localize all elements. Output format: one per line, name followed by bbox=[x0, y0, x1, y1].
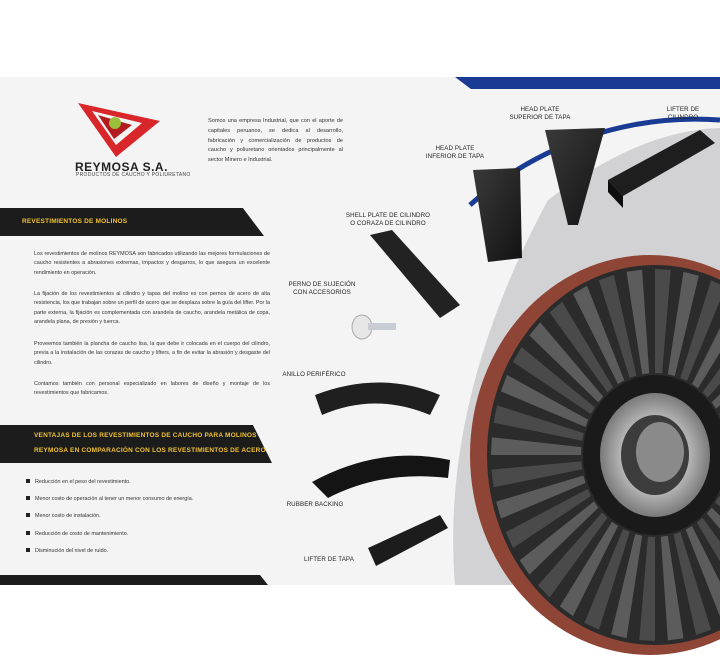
list-item: Menor costo de instalación. bbox=[26, 512, 193, 529]
list-item-text: Disminución del nivel de ruido. bbox=[35, 547, 109, 554]
list-item: Menor costo de operación al tener un men… bbox=[26, 495, 193, 512]
label-line: SUPERIOR DE TAPA bbox=[509, 114, 571, 121]
liner-spoke bbox=[655, 269, 671, 374]
label-line: LIFTER DE TAPA bbox=[304, 556, 354, 563]
rubber-backing-part bbox=[312, 455, 450, 498]
liner-spoke bbox=[493, 405, 584, 441]
hub-inner bbox=[636, 422, 684, 482]
bullet-icon bbox=[26, 479, 30, 483]
liner-spoke bbox=[673, 532, 712, 636]
label-line: O CORAZA DE CILINDRO bbox=[350, 220, 426, 227]
liner-spoke bbox=[626, 269, 650, 375]
liner-spoke bbox=[639, 536, 655, 641]
liner-spoke bbox=[660, 535, 684, 641]
liner-spoke bbox=[611, 534, 643, 639]
liner-spoke bbox=[491, 461, 583, 488]
section1-paragraph: La fijación de los revestimientos al cil… bbox=[34, 291, 270, 326]
bottom-bar bbox=[0, 575, 268, 585]
liner-spoke bbox=[706, 507, 720, 529]
label-line: CILINDRO bbox=[667, 114, 699, 121]
liner-spoke bbox=[549, 301, 614, 393]
section1-paragraph: Los revestimientos de molinos REYMOSA so… bbox=[34, 251, 270, 276]
liner-spoke bbox=[692, 327, 720, 389]
liner-spoke bbox=[500, 374, 589, 427]
liner-spoke bbox=[505, 489, 591, 548]
label-lifter-tapa: LIFTER DE TAPA bbox=[298, 556, 360, 564]
liner-spoke bbox=[513, 347, 595, 414]
liner-spoke bbox=[519, 501, 599, 575]
liner-spokes bbox=[491, 269, 720, 641]
liner-spoke bbox=[584, 529, 630, 630]
label-line: CON ACCESORIOS bbox=[293, 289, 351, 296]
liner-spoke bbox=[538, 512, 608, 598]
company-intro: Somos una empresa Industrial, que con el… bbox=[208, 118, 343, 164]
liner-spoke bbox=[573, 285, 625, 384]
liner-spoke bbox=[529, 322, 604, 403]
liner-spoke bbox=[711, 394, 720, 409]
section2-title-line1: VENTAJAS DE LOS REVESTIMIENTOS DE CAUCHO… bbox=[34, 432, 257, 439]
label-anillo: ANILLO PERIFÉRICO bbox=[278, 371, 350, 379]
label-line: LIFTER DE bbox=[666, 106, 700, 113]
liner-spoke bbox=[491, 437, 582, 455]
reymosa-logo-icon bbox=[78, 103, 160, 157]
head-plate-superior-part bbox=[545, 128, 605, 225]
bullet-icon bbox=[26, 496, 30, 501]
lifter-cilindro-side bbox=[608, 180, 623, 208]
label-line: HEAD PLATE bbox=[520, 106, 560, 113]
liner-spoke bbox=[667, 271, 699, 376]
label-line: HEAD PLATE bbox=[435, 145, 475, 152]
label-line: PERNO DE SUJECIÓN bbox=[288, 281, 356, 288]
label-line: SHELL PLATE DE CILINDRO bbox=[345, 212, 431, 219]
lifter-cilindro-part bbox=[608, 130, 715, 196]
section2-band bbox=[0, 425, 272, 463]
liner-spoke bbox=[559, 521, 618, 617]
bullet-icon bbox=[26, 547, 30, 552]
bullet-icon bbox=[26, 530, 30, 535]
lifter-tapa-part bbox=[368, 515, 448, 566]
liner-spoke bbox=[680, 280, 720, 381]
list-item-text: Menor costo de instalación. bbox=[35, 513, 101, 520]
advantages-list: Reducción en el peso del revestimiento. … bbox=[26, 478, 193, 564]
section1-title: REVESTIMIENTOS DE MOLINOS bbox=[22, 218, 128, 225]
liner-spoke bbox=[702, 368, 720, 398]
label-line: RUBBER BACKING bbox=[286, 501, 344, 508]
liner-spoke bbox=[696, 517, 720, 562]
shell-plate-part bbox=[370, 230, 460, 318]
liner-spoke bbox=[715, 496, 720, 507]
perno-shaft bbox=[368, 323, 396, 330]
liner-spoke bbox=[598, 274, 637, 378]
section1-paragraph: Contamos también con personal especializ… bbox=[34, 381, 270, 397]
blue-accent-band bbox=[455, 77, 720, 89]
list-item: Reducción en el peso del revestimiento. bbox=[26, 478, 193, 495]
list-item-text: Menor costo de operación al tener un men… bbox=[35, 496, 194, 503]
company-name: REYMOSA S.A. bbox=[75, 160, 168, 174]
label-rubber-backing: RUBBER BACKING bbox=[282, 501, 348, 509]
company-tagline: PRODUCTOS DE CAUCHO Y POLIURETANO bbox=[76, 172, 191, 178]
list-item: Disminución del nivel de ruido. bbox=[26, 547, 193, 564]
list-item-text: Reducción en el peso del revestimiento. bbox=[35, 479, 131, 485]
label-line: ANILLO PERIFÉRICO bbox=[282, 371, 346, 378]
list-item: Reducción de costo de mantenimiento. bbox=[26, 530, 193, 547]
liner-spoke bbox=[496, 475, 586, 519]
anillo-periferico-part bbox=[315, 382, 440, 415]
head-plate-inferior-part bbox=[473, 168, 522, 262]
list-item-text: Reducción de costo de mantenimiento. bbox=[35, 530, 129, 537]
label-line: INFERIOR DE TAPA bbox=[425, 153, 485, 160]
section1-band bbox=[0, 208, 264, 236]
section1-paragraph: Proveemos también la plancha de caucho l… bbox=[34, 341, 270, 366]
bullet-icon bbox=[26, 513, 30, 518]
liner-spoke bbox=[685, 526, 720, 617]
section2-title-line2: REYMOSA EN COMPARACIÓN CON LOS REVESTIMI… bbox=[34, 447, 266, 454]
